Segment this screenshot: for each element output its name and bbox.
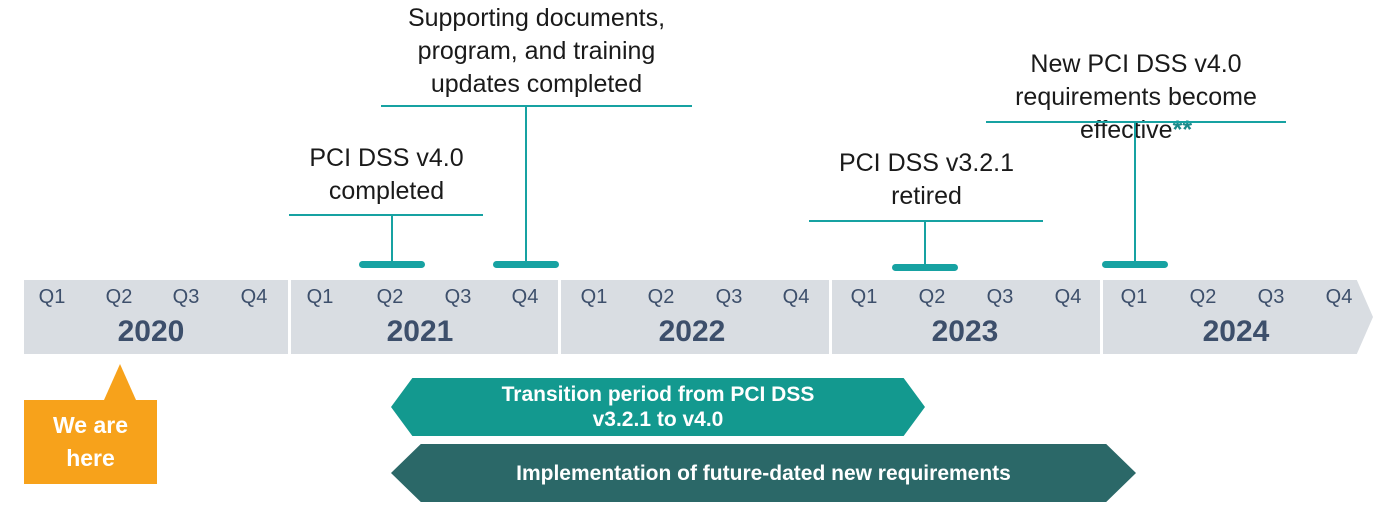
milestone-new-req-effective-text: New PCI DSS v4.0 requirements become eff…: [1015, 50, 1257, 144]
quarter-label-2022-q3: Q3: [715, 286, 743, 308]
year-band-2024: [1103, 280, 1373, 354]
year-band-2020: [24, 280, 288, 354]
milestone-v321-retired-label: PCI DSS v3.2.1 retired: [838, 149, 1015, 210]
quarter-label-2023-q2: Q2: [918, 286, 946, 308]
quarter-label-2023-q4: Q4: [1054, 286, 1082, 308]
quarter-label-2022-q1: Q1: [580, 286, 608, 308]
quarter-label-2022-q4: Q4: [782, 286, 810, 308]
milestone-new-req-effective-stem: [1134, 121, 1136, 264]
milestone-supporting-docs-label: Supporting documents, program, and train…: [407, 4, 666, 98]
quarter-label-2020-q4: Q4: [240, 286, 268, 308]
we-are-here-pointer: [104, 364, 136, 400]
milestone-supporting-docs-stem: [525, 105, 527, 264]
milestone-v4-completed-marker: [359, 261, 425, 268]
milestone-v4-completed-bracket: [289, 214, 483, 216]
milestone-new-req-effective-footnote-marker: **: [1172, 116, 1193, 144]
quarter-label-2023-q1: Q1: [850, 286, 878, 308]
milestone-new-req-effective-marker: [1102, 261, 1168, 268]
quarter-label-2024-q4: Q4: [1325, 286, 1353, 308]
milestone-supporting-docs-marker: [493, 261, 559, 268]
transition-period-bar: Transition period from PCI DSS v3.2.1 to…: [391, 378, 925, 436]
year-label-2021: 2021: [386, 315, 454, 348]
year-label-2023: 2023: [931, 315, 999, 348]
quarter-label-2021-q2: Q2: [376, 286, 404, 308]
quarter-label-2021-q1: Q1: [306, 286, 334, 308]
year-band-2021: [291, 280, 558, 354]
milestone-v4-completed-stem: [391, 214, 393, 264]
implementation-period-bar: Implementation of future-dated new requi…: [391, 444, 1136, 502]
milestone-new-req-effective-label: New PCI DSS v4.0 requirements become eff…: [986, 15, 1286, 147]
milestone-v321-retired-marker: [892, 264, 958, 271]
quarter-label-2020-q3: Q3: [172, 286, 200, 308]
milestone-v4-completed-label: PCI DSS v4.0 completed: [309, 144, 464, 205]
quarter-label-2021-q3: Q3: [444, 286, 472, 308]
year-label-2024: 2024: [1202, 315, 1270, 348]
quarter-label-2020-q1: Q1: [38, 286, 66, 308]
year-band-2023: [832, 280, 1100, 354]
quarter-label-2024-q1: Q1: [1120, 286, 1148, 308]
milestone-v321-retired-stem: [924, 220, 926, 266]
quarter-label-2023-q3: Q3: [986, 286, 1014, 308]
year-label-2022: 2022: [658, 315, 726, 348]
quarter-label-2024-q3: Q3: [1257, 286, 1285, 308]
quarter-label-2024-q2: Q2: [1189, 286, 1217, 308]
year-label-2020: 2020: [117, 315, 185, 348]
milestone-v321-retired-bracket: [809, 220, 1043, 222]
year-band-2022: [561, 280, 829, 354]
we-are-here-callout: We are here: [24, 400, 157, 484]
quarter-label-2020-q2: Q2: [105, 286, 133, 308]
quarter-label-2021-q4: Q4: [511, 286, 539, 308]
quarter-label-2022-q2: Q2: [647, 286, 675, 308]
milestone-new-req-effective-bracket: [986, 121, 1286, 123]
milestone-supporting-docs-bracket: [381, 105, 692, 107]
